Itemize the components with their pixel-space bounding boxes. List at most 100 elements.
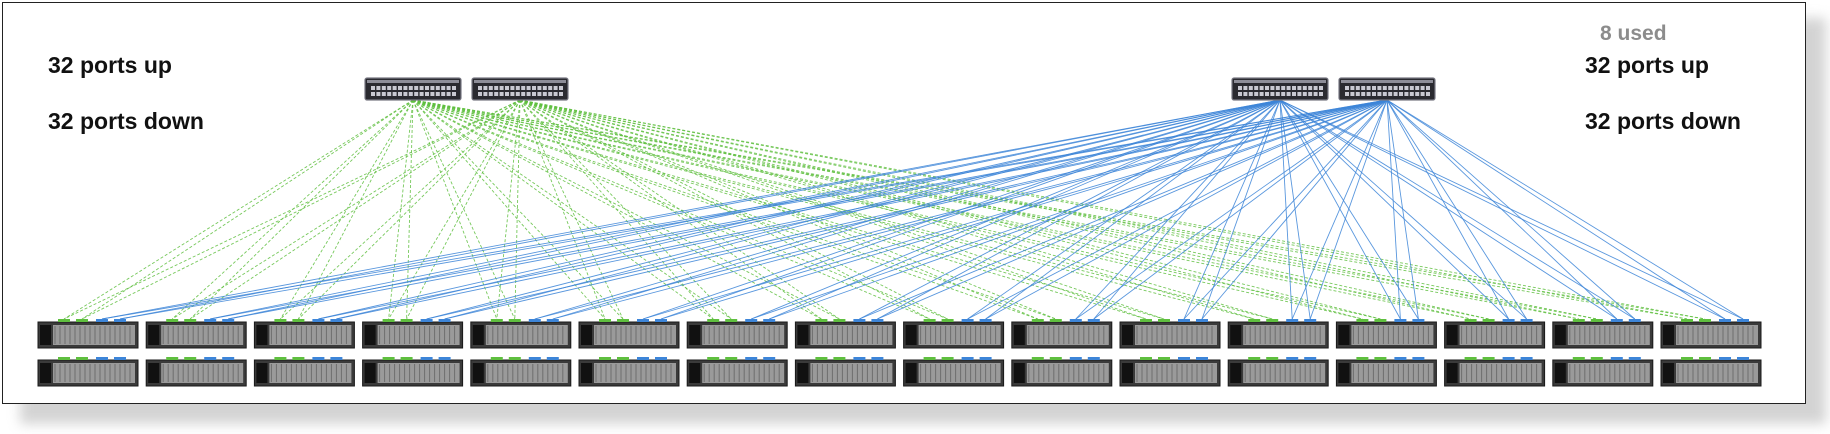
- switch-port: [542, 86, 547, 90]
- server-port-blue: [528, 319, 541, 322]
- switch-port: [515, 86, 520, 90]
- server-1-5: [470, 319, 572, 349]
- switch-port: [526, 92, 531, 96]
- server-port-green: [815, 357, 828, 360]
- green-link: [519, 99, 1038, 320]
- server-port-green: [617, 319, 629, 322]
- server-port-blue: [114, 357, 126, 360]
- switch-port: [392, 86, 397, 90]
- server-port-blue: [114, 319, 126, 322]
- switch-port: [537, 92, 542, 96]
- switch-port: [435, 92, 440, 96]
- switch-port: [387, 86, 392, 90]
- server-port-green: [1031, 357, 1044, 360]
- server-port-blue: [1286, 357, 1299, 360]
- blue-link: [1291, 99, 1388, 320]
- blue-link: [1309, 99, 1388, 320]
- switch-port: [1377, 92, 1382, 96]
- server-port-green: [725, 357, 738, 360]
- blue-link: [985, 99, 1388, 320]
- switch-port: [419, 92, 424, 96]
- server-port-blue: [853, 319, 866, 322]
- server-1-14: [1444, 319, 1546, 349]
- server-port-blue: [1304, 319, 1317, 322]
- server-port-blue: [330, 319, 343, 322]
- server-port-blue: [438, 319, 451, 322]
- server-port-green: [707, 319, 720, 322]
- green-link: [388, 99, 521, 320]
- switch-port: [483, 92, 488, 96]
- server-port-blue: [1737, 319, 1749, 322]
- server-power-panel: [40, 325, 51, 345]
- server-port-green: [166, 319, 179, 322]
- server-power-panel: [1230, 325, 1242, 345]
- server-port-green: [1699, 319, 1711, 322]
- green-link: [519, 99, 1688, 320]
- server-port-blue: [1196, 319, 1208, 322]
- switch-port: [1404, 92, 1409, 96]
- switch-port: [430, 92, 435, 96]
- switch-port: [1366, 86, 1371, 90]
- green-link: [63, 99, 414, 320]
- green-link: [280, 99, 521, 320]
- server-port-blue: [655, 357, 667, 360]
- switch-port: [559, 92, 563, 96]
- green-link: [519, 99, 948, 320]
- green-link: [519, 99, 1363, 320]
- switch-port: [1302, 86, 1307, 90]
- blue-link: [444, 99, 1388, 320]
- server-power-panel: [256, 325, 268, 345]
- server-port-green: [1374, 357, 1387, 360]
- blue-link: [1386, 99, 1509, 320]
- left-ports-up-label: 32 ports up: [48, 52, 172, 78]
- server-power-panel: [1013, 325, 1025, 345]
- server-port-blue: [763, 319, 776, 322]
- switch-port: [505, 86, 509, 90]
- switch-port: [1292, 86, 1296, 90]
- server-port-green: [599, 357, 611, 360]
- server-port-green: [184, 357, 197, 360]
- server-2-5: [470, 357, 572, 387]
- server-port-green: [1572, 357, 1585, 360]
- left-switch-1: [364, 77, 462, 101]
- server-power-panel: [1554, 325, 1566, 345]
- switch-port: [1382, 92, 1387, 96]
- server-port-green: [76, 357, 88, 360]
- switch-port: [387, 92, 392, 96]
- blue-link: [859, 99, 1388, 320]
- green-link: [406, 99, 521, 320]
- green-link: [412, 99, 1489, 320]
- server-power-panel: [689, 325, 701, 345]
- server-2-15: [1552, 357, 1654, 387]
- switch-port: [403, 86, 408, 90]
- switch-port: [483, 86, 488, 90]
- switch-port: [1361, 86, 1366, 90]
- switch-port: [1265, 92, 1269, 96]
- switch-port: [1377, 86, 1382, 90]
- switch-port: [381, 92, 386, 96]
- server-port-blue: [96, 357, 108, 360]
- right-spine-links: [101, 99, 1744, 320]
- switch-port: [452, 86, 456, 90]
- green-link: [496, 99, 521, 320]
- switch-port: [1297, 92, 1302, 96]
- switch-top-bezel: [367, 80, 459, 83]
- server-port-blue: [312, 319, 325, 322]
- blue-link: [1201, 99, 1388, 320]
- server-port-green: [1266, 319, 1279, 322]
- switch-port: [392, 92, 397, 96]
- server-port-green: [76, 319, 88, 322]
- server-port-green: [508, 357, 521, 360]
- server-power-panel: [905, 363, 917, 383]
- switch-port: [1243, 86, 1248, 90]
- server-port-blue: [546, 319, 559, 322]
- server-port-green: [1248, 319, 1261, 322]
- server-port-green: [1248, 357, 1261, 360]
- blue-link: [336, 99, 1388, 320]
- switch-port: [1420, 86, 1425, 90]
- server-port-green: [707, 357, 720, 360]
- server-1-16: [1660, 319, 1762, 349]
- server-port-green: [490, 357, 503, 360]
- server-1-4: [362, 319, 464, 349]
